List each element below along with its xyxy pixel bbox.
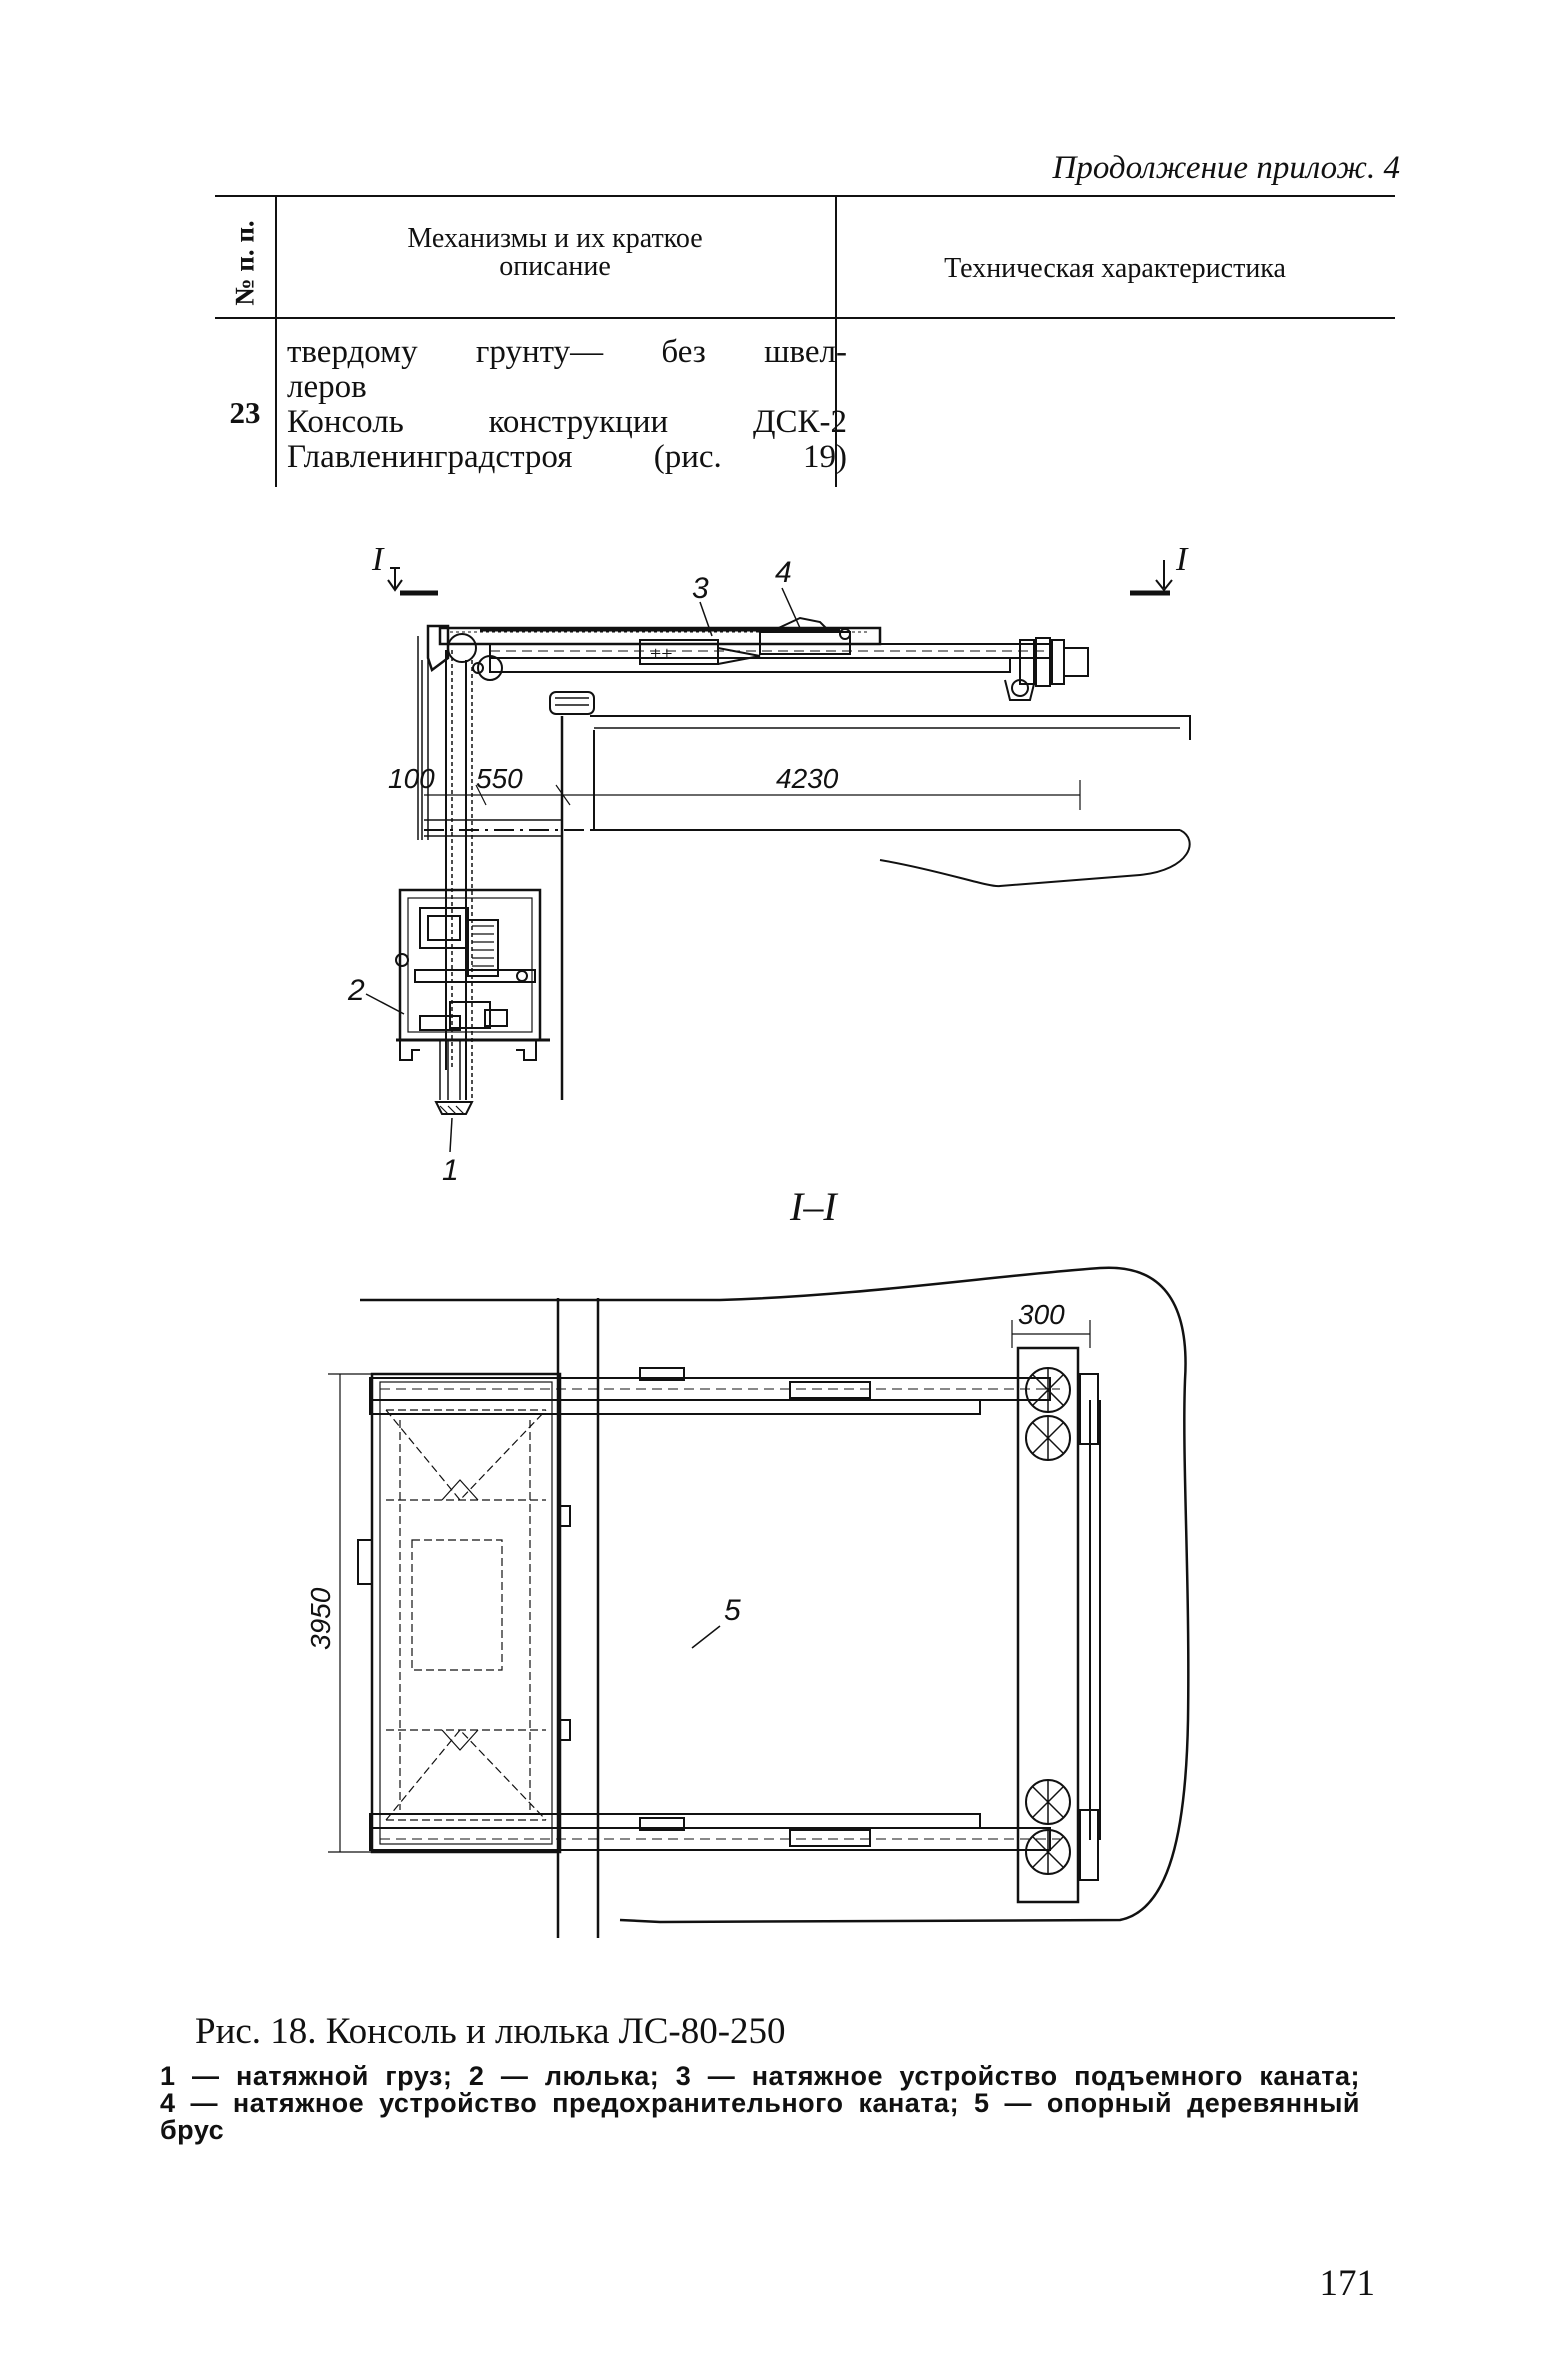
section-mark-right-label: I	[1175, 541, 1189, 578]
section-title: I–I	[789, 1184, 838, 1229]
dim-550: 550	[476, 763, 523, 794]
column-header-technical: Техническая характеристика	[944, 253, 1286, 284]
section-mark-left-label: I	[371, 541, 385, 578]
figure-18-drawing: I I 3 4 ++	[300, 540, 1260, 1980]
section-mark-left	[387, 567, 438, 596]
callout-5: 5	[724, 1594, 741, 1627]
section-mark-right	[1130, 560, 1173, 596]
row-description: твердому грунту— без швел- леров Консоль…	[287, 334, 847, 475]
row-number: 23	[229, 395, 261, 430]
dim-3950: 3950	[305, 1587, 336, 1650]
callout-2: 2	[347, 974, 365, 1007]
dim-100: 100	[388, 763, 435, 794]
column-header-mechanisms: Механизмы и их краткое описание	[407, 223, 703, 282]
specification-table: № п. п. Механизмы и их краткое описание …	[215, 195, 1395, 487]
svg-text:++: ++	[650, 643, 673, 665]
figure-caption: Рис. 18. Консоль и люлька ЛС-80-250	[195, 2011, 786, 2052]
dim-4230: 4230	[776, 763, 839, 794]
page-number: 171	[1319, 2263, 1376, 2304]
continuation-header: Продолжение прилож. 4	[1052, 150, 1401, 186]
cradle-elevation	[395, 888, 550, 1061]
callout-4: 4	[775, 556, 792, 589]
plan-view: 300 5 3950	[305, 1266, 1190, 1938]
elevation-view: I I 3 4 ++	[347, 541, 1191, 1187]
figure-legend: 1 — натяжной груз; 2 — люлька; 3 — натяж…	[160, 2061, 1360, 2145]
callout-3: 3	[692, 572, 709, 605]
callout-1: 1	[442, 1154, 459, 1187]
dim-300: 300	[1018, 1299, 1065, 1330]
column-header-number: № п. п.	[229, 220, 260, 306]
